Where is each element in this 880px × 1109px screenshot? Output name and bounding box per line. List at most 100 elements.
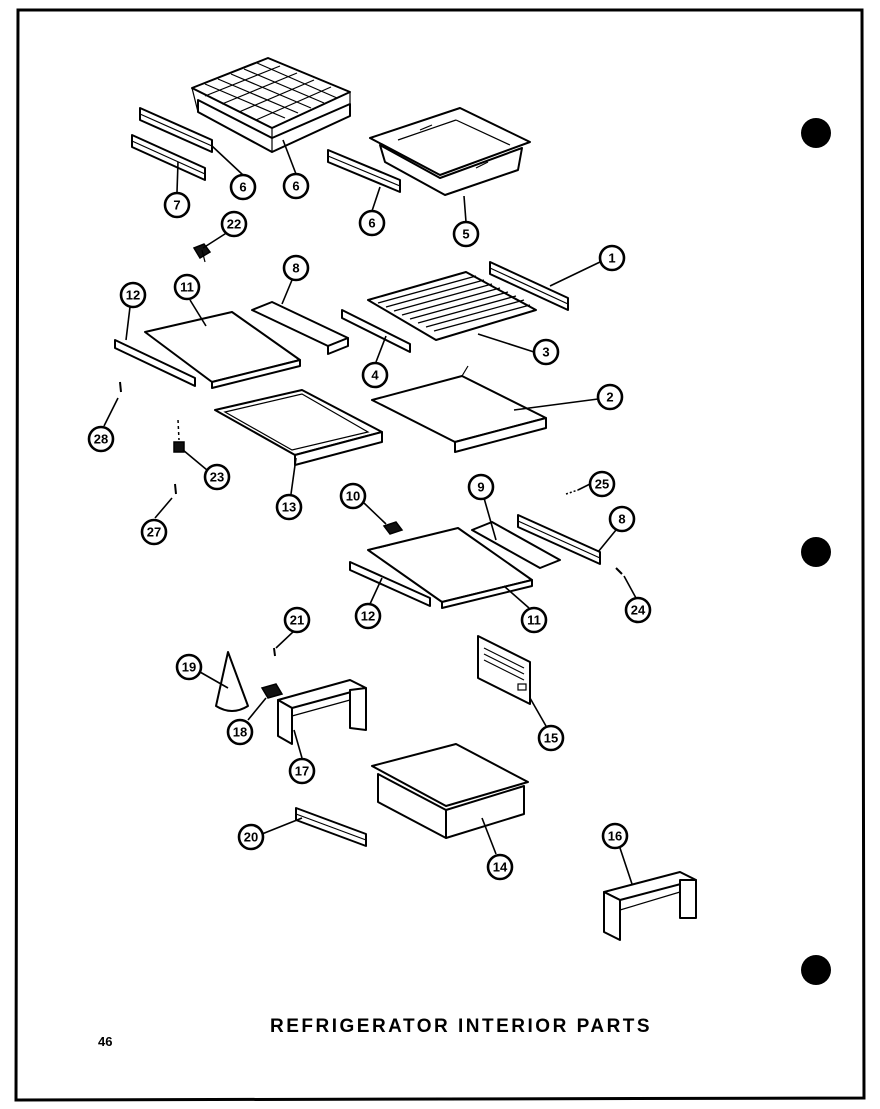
part-clip-22	[192, 243, 212, 263]
callout-28: 28	[87, 425, 115, 453]
part-rear-trim	[251, 301, 349, 355]
part-bracket-16	[603, 871, 697, 941]
callout-14: 14	[486, 853, 514, 881]
part-glass-shelf	[367, 527, 533, 609]
binder-hole	[801, 955, 831, 985]
callout-18: 18	[226, 718, 254, 746]
part-rail-1	[489, 261, 569, 311]
callout-6: 6	[229, 173, 257, 201]
part-screw	[119, 381, 122, 393]
part-cone-19	[215, 651, 249, 712]
callout-5: 5	[452, 220, 480, 248]
callout-25: 25	[588, 470, 616, 498]
callout-11: 11	[520, 606, 548, 634]
svg-text:9: 9	[477, 480, 484, 495]
svg-text:7: 7	[173, 198, 180, 213]
callout-1: 1	[598, 244, 626, 272]
callout-20: 20	[237, 823, 265, 851]
part-rail-4	[341, 309, 411, 353]
svg-text:22: 22	[227, 217, 241, 232]
part-rail-6	[327, 149, 401, 193]
svg-text:17: 17	[295, 764, 309, 779]
callout-6: 6	[282, 172, 310, 200]
binder-hole	[801, 118, 831, 148]
part-rail-7	[131, 107, 213, 181]
callout-2: 2	[596, 383, 624, 411]
part-rail-20	[295, 807, 367, 847]
svg-text:21: 21	[290, 613, 304, 628]
callout-3: 3	[532, 338, 560, 366]
callout-11: 11	[173, 273, 201, 301]
svg-text:6: 6	[239, 180, 246, 195]
part-front-trim	[349, 561, 431, 607]
binder-hole	[801, 537, 831, 567]
svg-text:16: 16	[608, 829, 622, 844]
svg-text:23: 23	[210, 470, 224, 485]
svg-text:18: 18	[233, 725, 247, 740]
callout-7: 7	[163, 191, 191, 219]
svg-text:28: 28	[94, 432, 108, 447]
svg-text:11: 11	[527, 613, 541, 628]
callout-19: 19	[175, 653, 203, 681]
callout-13: 13	[275, 493, 303, 521]
svg-text:24: 24	[631, 603, 646, 618]
callout-10: 10	[339, 482, 367, 510]
part-crisper-drawer	[371, 743, 529, 839]
part-front-trim	[114, 339, 196, 387]
page-border	[14, 8, 866, 1102]
callout-12: 12	[119, 281, 147, 309]
svg-text:6: 6	[292, 179, 299, 194]
part-wire-basket	[191, 57, 351, 153]
part-clip-10	[382, 521, 404, 535]
callout-9: 9	[467, 473, 495, 501]
callout-27: 27	[140, 518, 168, 546]
callout-8: 8	[608, 505, 636, 533]
svg-text:4: 4	[371, 368, 379, 383]
callout-12: 12	[354, 602, 382, 630]
svg-text:6: 6	[368, 216, 375, 231]
svg-text:11: 11	[180, 280, 194, 295]
callout-4: 4	[361, 361, 389, 389]
svg-text:8: 8	[292, 261, 299, 276]
callout-17: 17	[288, 757, 316, 785]
part-screw	[174, 483, 177, 495]
page-number: 46	[98, 1034, 113, 1049]
part-shelf-2	[371, 365, 547, 453]
part-shelf-frame	[214, 389, 383, 466]
svg-text:1: 1	[608, 251, 615, 266]
svg-text:25: 25	[595, 477, 609, 492]
part-cover-frame	[277, 679, 367, 745]
part-screw	[565, 489, 579, 495]
svg-text:19: 19	[182, 660, 196, 675]
page-title: REFRIGERATOR INTERIOR PARTS	[270, 1016, 653, 1037]
part-crisper-pan	[369, 107, 531, 196]
svg-text:10: 10	[346, 489, 360, 504]
svg-text:12: 12	[361, 609, 375, 624]
svg-text:15: 15	[544, 731, 558, 746]
svg-text:3: 3	[542, 345, 549, 360]
svg-text:27: 27	[147, 525, 161, 540]
part-screw	[273, 647, 276, 657]
part-wire-shelf	[367, 271, 537, 341]
callout-21: 21	[283, 606, 311, 634]
callout-22: 22	[220, 210, 248, 238]
part-glass-shelf	[144, 311, 301, 389]
part-clip-18	[260, 683, 284, 699]
part-rail-8	[517, 514, 601, 565]
callout-15: 15	[537, 724, 565, 752]
svg-text:13: 13	[282, 500, 296, 515]
svg-text:20: 20	[244, 830, 258, 845]
callout-16: 16	[601, 822, 629, 850]
leader-lines	[103, 139, 637, 885]
part-screw	[615, 567, 623, 575]
callout-group: 7 6 6 6 5 22 8 1 12 11 3 4 2 28 23 13 27…	[87, 172, 652, 881]
svg-text:12: 12	[126, 288, 140, 303]
part-panel-15	[477, 635, 531, 705]
callout-6: 6	[358, 209, 386, 237]
svg-text:14: 14	[493, 860, 508, 875]
part-spacer	[173, 419, 185, 453]
callout-23: 23	[203, 463, 231, 491]
svg-text:5: 5	[462, 227, 469, 242]
svg-text:2: 2	[606, 390, 613, 405]
